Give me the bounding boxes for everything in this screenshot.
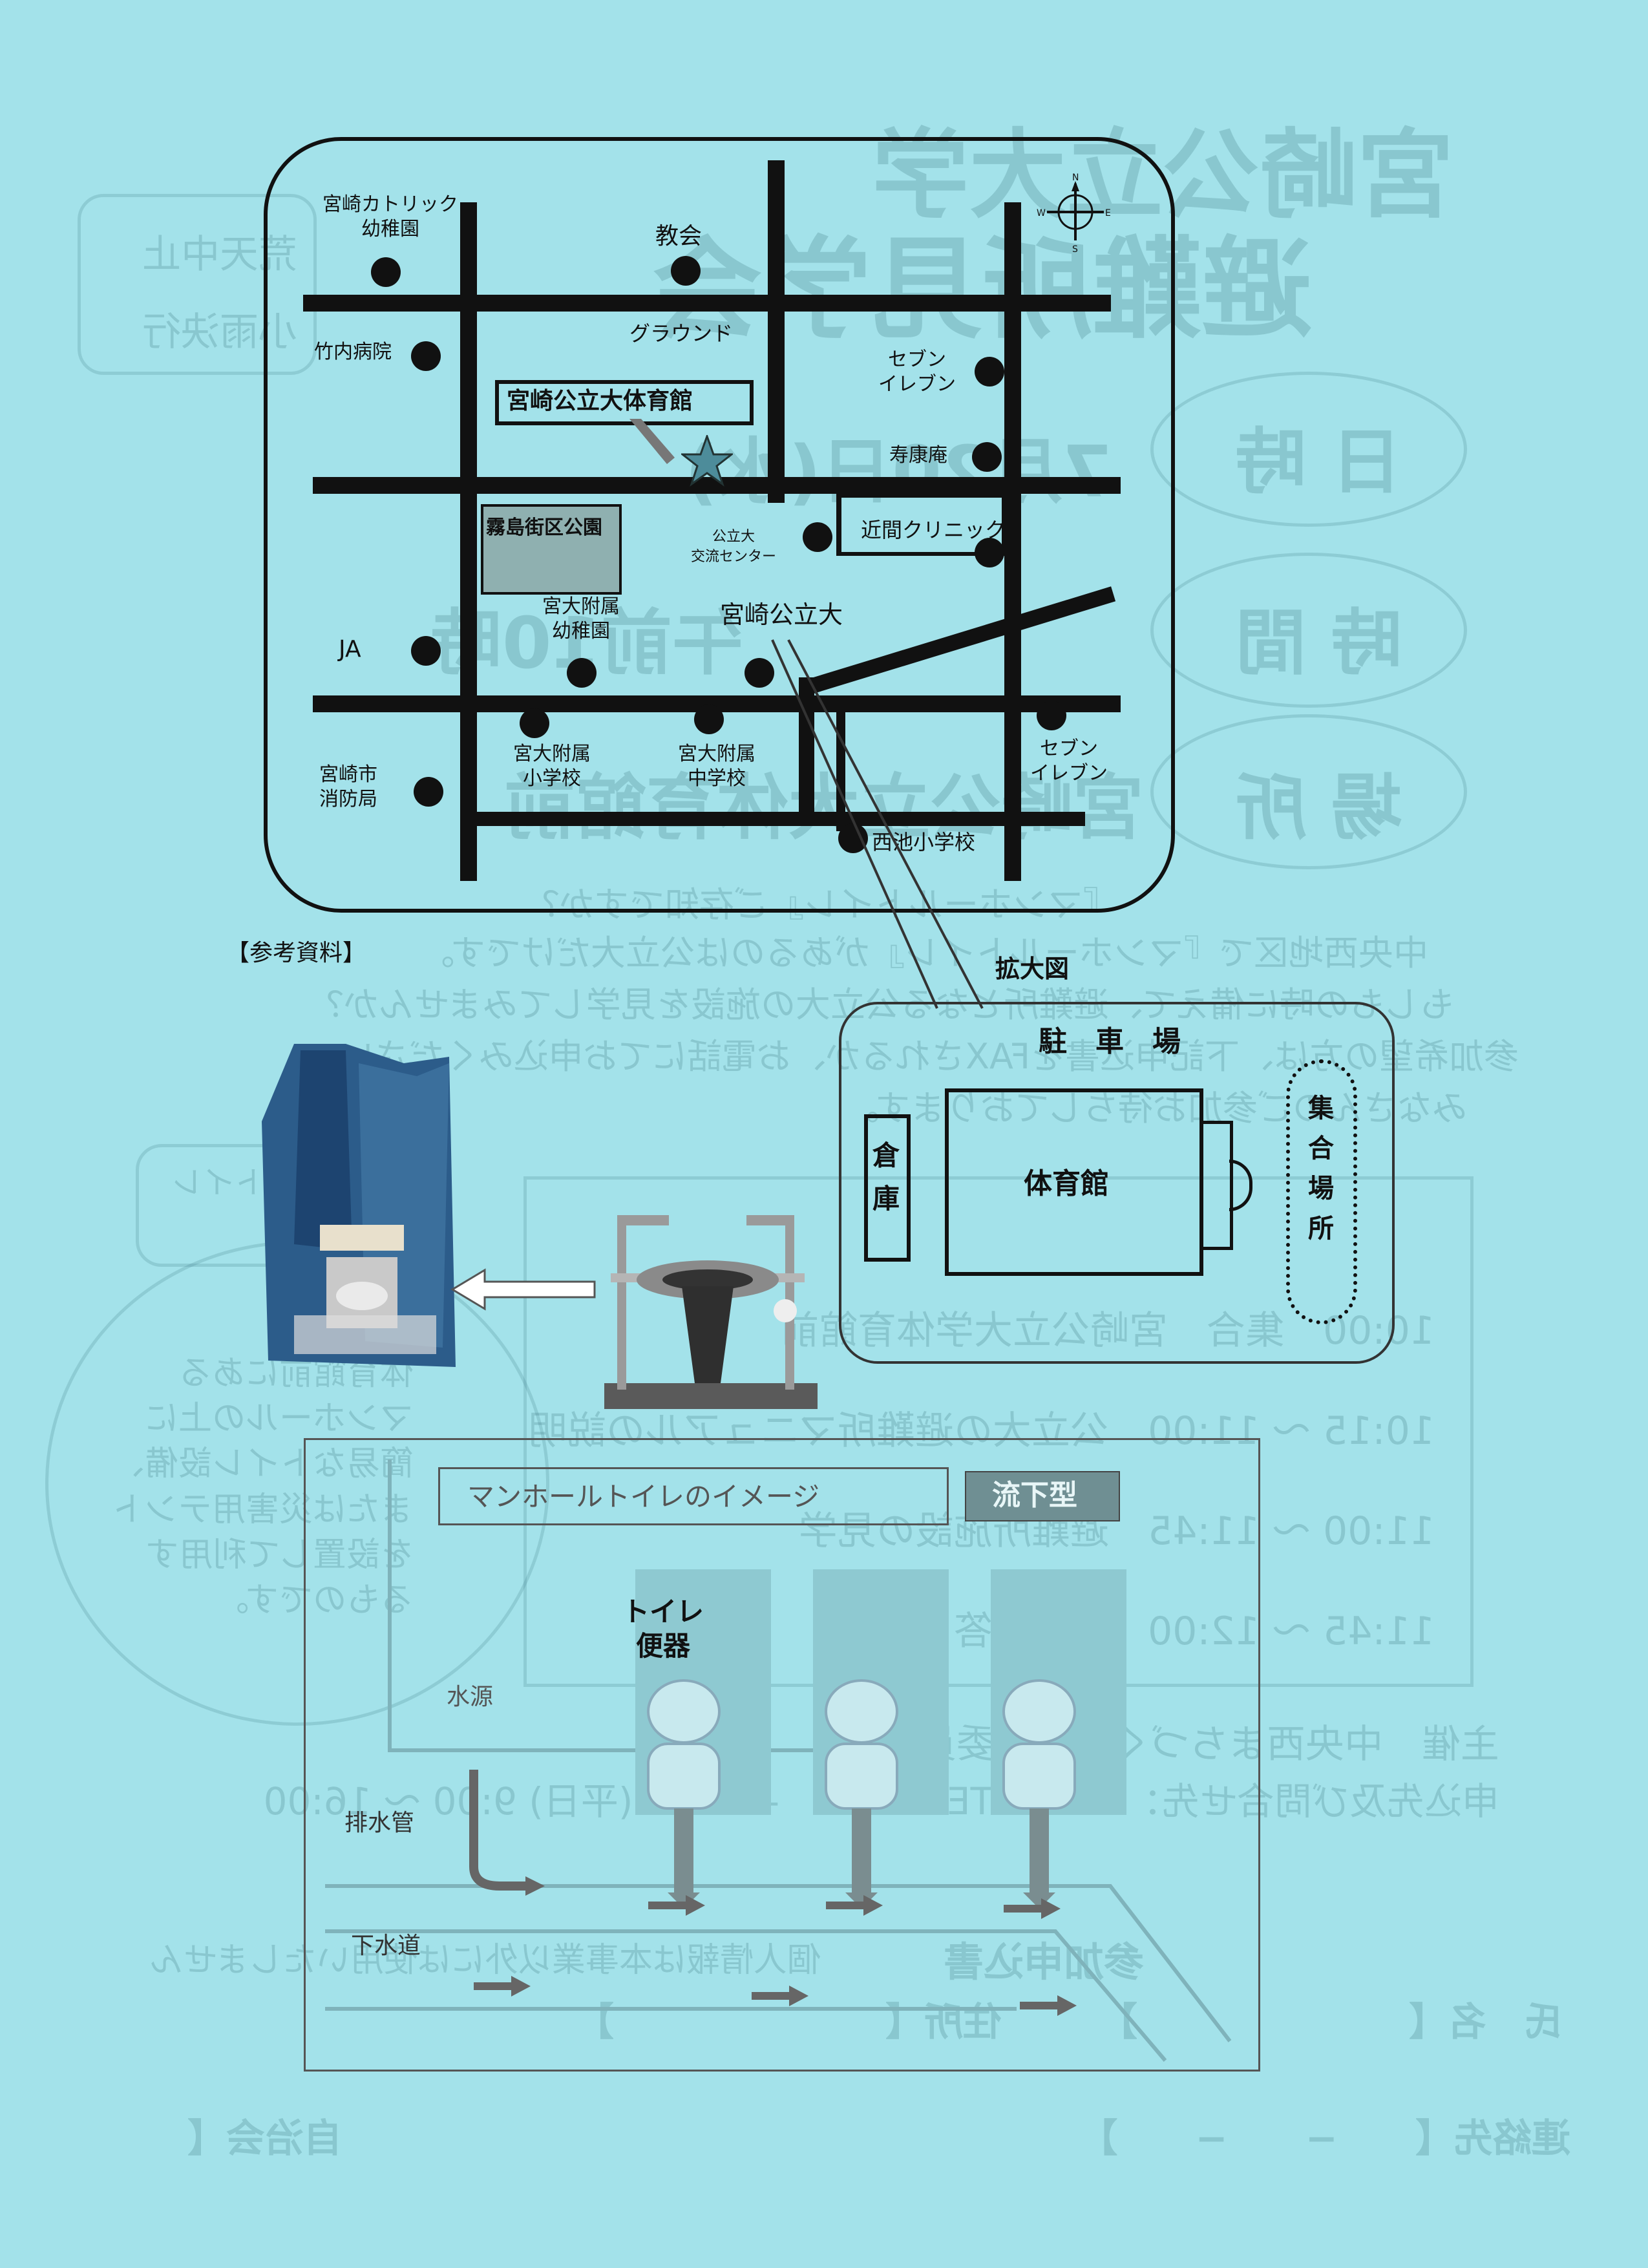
fire-dept-dot xyxy=(414,777,443,807)
clinic-block xyxy=(836,494,1006,556)
ja-label: JA xyxy=(339,636,361,662)
toilet-title: マンホールトイレのイメージ xyxy=(467,1481,820,1512)
ja-dot xyxy=(411,636,441,666)
park-block xyxy=(481,504,622,595)
compass-icon: N E S W xyxy=(1037,173,1111,255)
toilet-tent-photo xyxy=(262,1044,456,1367)
toilet-title-box xyxy=(438,1467,949,1525)
nishiike-elementary-label: 西池小学校 xyxy=(872,830,976,854)
arrow-icon xyxy=(450,1268,596,1311)
toilet-bowl-icon xyxy=(647,1679,721,1909)
toilet-bowl-icon xyxy=(825,1679,898,1909)
univ-elementary-dot xyxy=(520,708,549,738)
gym-star-icon xyxy=(681,435,733,487)
seven-eleven-2-dot xyxy=(1037,701,1066,730)
seven-eleven-1-label: セブン イレブン xyxy=(878,348,956,396)
miyazaki-univ-label: 宮崎公立大 xyxy=(720,600,843,629)
toilet-type-label: 流下型 xyxy=(992,1479,1077,1512)
seven-eleven-2-label: セブン イレブン xyxy=(1030,737,1108,785)
water-source-label: 水源 xyxy=(447,1684,494,1710)
seven-eleven-1-dot xyxy=(975,357,1004,387)
gym-label: 体育館 xyxy=(1024,1167,1109,1200)
parking-label: 駐 車 場 xyxy=(1039,1025,1181,1058)
gym-pointer xyxy=(629,419,675,464)
fire-dept-label: 宮崎市 消防局 xyxy=(319,763,377,811)
exchange-center-dot xyxy=(803,522,832,552)
church-label: 教会 xyxy=(655,223,703,249)
exchange-center-label: 公立大 交流センター xyxy=(691,529,777,565)
chikama-clinic-dot xyxy=(975,538,1004,567)
road xyxy=(474,812,1085,826)
takeuchi-hospital-label: 竹内病院 xyxy=(314,341,392,363)
enlarged-title: 拡大図 xyxy=(995,955,1070,983)
road xyxy=(1004,202,1021,881)
catholic-kindergarten-dot xyxy=(371,257,401,287)
reference-label: 【参考資料】 xyxy=(226,940,366,966)
compass-s: S xyxy=(1072,244,1078,255)
road xyxy=(460,202,477,881)
flow-arrow-icon xyxy=(1004,1898,1061,1919)
location-map: 霧島街区公園 N E S W 宮崎カトリック 幼稚園 教会 グラウンド 竹内病院… xyxy=(264,137,1175,913)
univ-junior-high-label: 宮大附属 中学校 xyxy=(678,743,755,790)
gym-building xyxy=(945,1088,1203,1276)
compass-w: W xyxy=(1037,208,1046,218)
enlarged-view: 拡大図 駐 車 場 倉 庫 体育館 集 合 場 所 xyxy=(839,955,1395,1364)
univ-elementary-label: 宮大附属 小学校 xyxy=(513,743,591,790)
jukoan-label: 寿康庵 xyxy=(889,444,947,467)
flow-arrow-icon xyxy=(1020,1995,1077,2016)
univ-kindergarten-dot xyxy=(567,658,597,688)
drain-pipe-label: 排水管 xyxy=(344,1810,415,1836)
toilet-label: トイレ 便器 xyxy=(622,1596,704,1662)
takeuchi-hospital-dot xyxy=(411,341,441,371)
gym-title-box xyxy=(495,380,754,425)
flow-arrow-icon xyxy=(826,1895,883,1916)
assembly-area xyxy=(1286,1059,1357,1324)
flow-arrow-icon xyxy=(752,1986,808,2006)
compass-e: E xyxy=(1105,208,1111,218)
gym-title-label: 宮崎公立大体育館 xyxy=(507,388,693,414)
toilet-frame-photo xyxy=(604,1215,818,1409)
chikama-clinic-label: 近間クリニック xyxy=(861,518,1006,542)
assembly-label: 集 合 場 所 xyxy=(1308,1094,1334,1244)
toilet-type-badge xyxy=(965,1471,1120,1521)
nishiike-elementary-dot xyxy=(838,823,868,853)
univ-kindergarten-label: 宮大附属 幼稚園 xyxy=(542,595,620,642)
gym-entrance xyxy=(1201,1121,1233,1250)
catholic-kindergarten-label: 宮崎カトリック 幼稚園 xyxy=(322,193,458,240)
warehouse-label: 倉 庫 xyxy=(872,1139,900,1215)
jukoan-dot xyxy=(972,442,1002,472)
church-dot xyxy=(671,256,701,286)
univ-junior-high-dot xyxy=(694,705,724,734)
manhole-toilet-diagram: マンホールトイレのイメージ 流下型 トイレ 便器 水源 排水管 xyxy=(304,1438,1260,2072)
ground-label: グラウンド xyxy=(629,321,734,346)
compass-n: N xyxy=(1072,173,1079,183)
flow-arrow-icon xyxy=(474,1976,531,1997)
miyazaki-univ-dot xyxy=(745,658,774,688)
sewer-label: 下水道 xyxy=(351,1933,421,1959)
kirishima-park-label: 霧島街区公園 xyxy=(486,516,602,539)
flow-arrow-icon xyxy=(648,1895,705,1916)
road xyxy=(768,160,785,503)
warehouse-box xyxy=(864,1114,911,1262)
toilet-bowl-icon xyxy=(1002,1679,1076,1909)
gym-entrance-dome xyxy=(1229,1160,1252,1211)
road xyxy=(303,295,1111,312)
